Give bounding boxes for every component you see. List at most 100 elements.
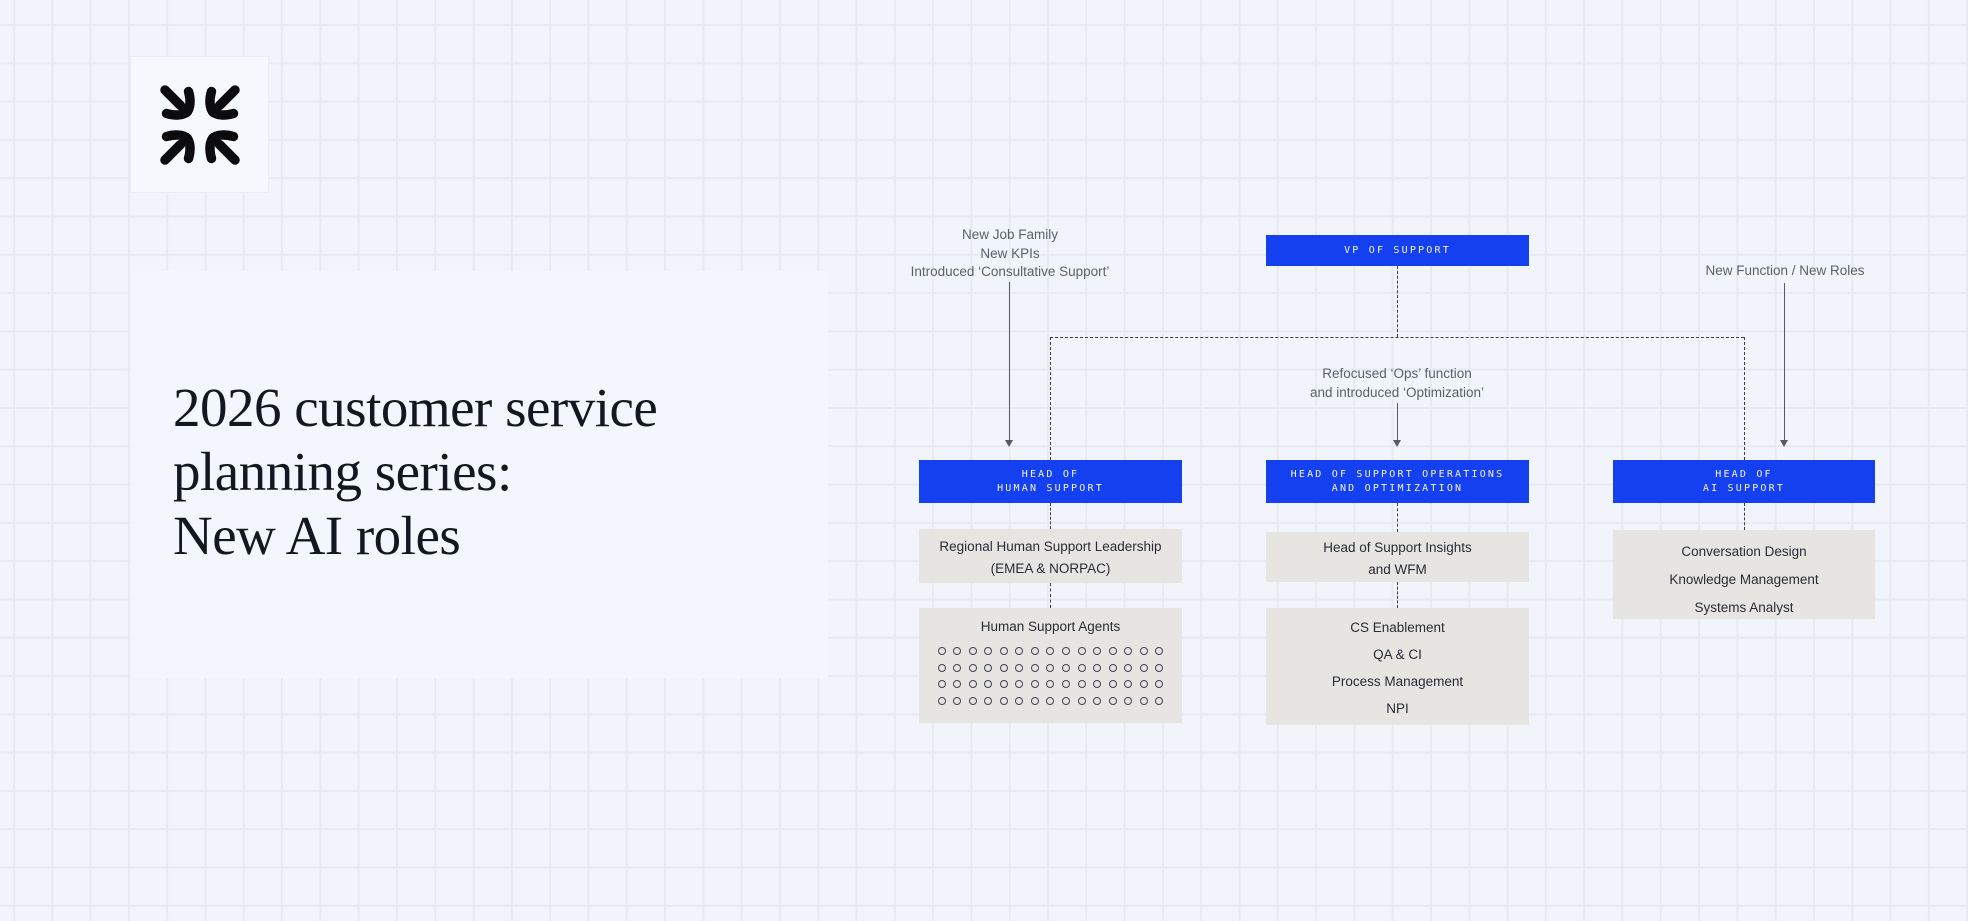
agent-dot <box>968 663 977 672</box>
agent-dot <box>937 680 946 688</box>
agent-dot <box>1077 663 1086 672</box>
agent-dot <box>1062 680 1071 688</box>
human-support-agents-box: Human Support Agents <box>919 608 1182 723</box>
agent-dot <box>1108 696 1117 705</box>
agent-dot <box>1030 680 1039 688</box>
head-operations-line-1: HEAD OF SUPPORT OPERATIONS <box>1290 468 1505 480</box>
agent-dot <box>1015 663 1024 672</box>
arrow-left <box>1005 282 1014 447</box>
agent-dot <box>1155 680 1164 688</box>
operations-function-3: Process Management <box>1331 674 1464 689</box>
agent-dot <box>1030 663 1039 672</box>
connector-drop-left <box>1050 337 1051 460</box>
agent-dot <box>1155 663 1164 672</box>
agent-dot <box>1077 696 1086 705</box>
operations-function-2: QA & CI <box>1373 647 1422 662</box>
agent-dot <box>1093 647 1102 655</box>
agent-dot <box>1062 663 1071 672</box>
agent-dot <box>984 647 993 655</box>
head-of-ai-support-box: HEAD OF AI SUPPORT <box>1613 460 1875 503</box>
link-human-2 <box>1050 583 1051 608</box>
agent-dot <box>953 663 962 672</box>
annotation-middle: Refocused ‘Ops’ function and introduced … <box>1257 365 1537 402</box>
agent-dot <box>999 663 1008 672</box>
agent-dot <box>1155 647 1164 655</box>
human-support-agents-title: Human Support Agents <box>980 619 1121 634</box>
agent-dot <box>968 696 977 705</box>
agent-dot <box>1139 663 1148 672</box>
agent-dot <box>1093 696 1102 705</box>
agent-dot <box>1124 647 1133 655</box>
vp-of-support-box: VP OF SUPPORT <box>1266 235 1529 266</box>
operations-function-1: CS Enablement <box>1350 620 1445 635</box>
agent-dot <box>1046 680 1055 688</box>
head-ai-line-2: AI SUPPORT <box>1702 482 1786 494</box>
arrow-middle <box>1393 403 1402 447</box>
agent-dot <box>1108 663 1117 672</box>
agent-dot <box>1015 647 1024 655</box>
head-of-human-support-box: HEAD OF HUMAN SUPPORT <box>919 460 1182 503</box>
agent-dot <box>1077 680 1086 688</box>
agent-dot <box>937 696 946 705</box>
vp-of-support-label: VP OF SUPPORT <box>1344 244 1451 256</box>
agent-dot <box>984 696 993 705</box>
agent-dot <box>1139 647 1148 655</box>
support-insights-line-2: and WFM <box>1368 562 1427 577</box>
regional-leadership-box: Regional Human Support Leadership (EMEA … <box>919 529 1182 583</box>
support-insights-line-1: Head of Support Insights <box>1323 540 1472 555</box>
head-of-support-operations-box: HEAD OF SUPPORT OPERATIONS AND OPTIMIZAT… <box>1266 460 1529 503</box>
support-insights-box: Head of Support Insights and WFM <box>1266 532 1529 582</box>
agent-dot <box>1155 696 1164 705</box>
agent-dot <box>1108 680 1117 688</box>
agent-dot <box>984 663 993 672</box>
annotation-left-line-2: New KPIs <box>980 245 1040 261</box>
link-operations-2 <box>1397 582 1398 608</box>
agent-dot <box>1108 647 1117 655</box>
agent-dot <box>999 696 1008 705</box>
ai-role-3: Systems Analyst <box>1694 600 1794 615</box>
title-line-1: 2026 customer service <box>173 377 658 438</box>
agent-dot <box>1046 647 1055 655</box>
agent-dot <box>1139 696 1148 705</box>
link-ai-1 <box>1744 503 1745 530</box>
annotation-left-line-1: New Job Family <box>961 227 1059 242</box>
agent-dot <box>1093 663 1102 672</box>
ai-role-2: Knowledge Management <box>1669 572 1819 587</box>
agent-dot <box>968 647 977 655</box>
agent-dot <box>1062 647 1071 655</box>
agent-dot <box>1124 680 1133 688</box>
arrow-right <box>1780 283 1789 447</box>
ai-role-1: Conversation Design <box>1681 544 1807 559</box>
regional-leadership-line-1: Regional Human Support Leadership <box>939 539 1162 554</box>
head-operations-line-2: AND OPTIMIZATION <box>1331 482 1464 494</box>
agents-dot-grid <box>934 647 1167 705</box>
agent-dot <box>953 680 962 688</box>
link-operations-1 <box>1397 503 1398 532</box>
agent-dot <box>1093 680 1102 688</box>
agent-dot <box>953 647 962 655</box>
agent-dot <box>1030 647 1039 655</box>
agent-dot <box>1015 680 1024 688</box>
title-line-2: planning series: <box>173 441 512 502</box>
agent-dot <box>953 696 962 705</box>
annotation-left-line-3: Introduced ‘Consultative Support’ <box>910 264 1110 280</box>
agent-dot <box>1124 663 1133 672</box>
head-ai-line-1: HEAD OF <box>1715 468 1773 480</box>
agent-dot <box>1030 696 1039 705</box>
link-human-1 <box>1050 503 1051 529</box>
operations-function-4: NPI <box>1386 701 1409 716</box>
page-title: 2026 customer service planning series: N… <box>173 376 658 568</box>
operations-functions-box: CS Enablement QA & CI Process Management… <box>1266 608 1529 725</box>
agent-dot <box>999 647 1008 655</box>
title-card: 2026 customer service planning series: N… <box>131 271 828 678</box>
title-line-3: New AI roles <box>173 505 461 566</box>
annotation-left: New Job Family New KPIs Introduced ‘Cons… <box>870 226 1150 282</box>
connector-vp-down <box>1397 266 1398 337</box>
agent-dot <box>968 680 977 688</box>
agent-dot <box>1015 696 1024 705</box>
connector-horizontal <box>1050 337 1744 338</box>
agent-dot <box>1046 663 1055 672</box>
agent-dot <box>1062 696 1071 705</box>
converging-arrows-icon <box>159 84 240 165</box>
head-human-line-1: HEAD OF <box>1021 468 1080 480</box>
